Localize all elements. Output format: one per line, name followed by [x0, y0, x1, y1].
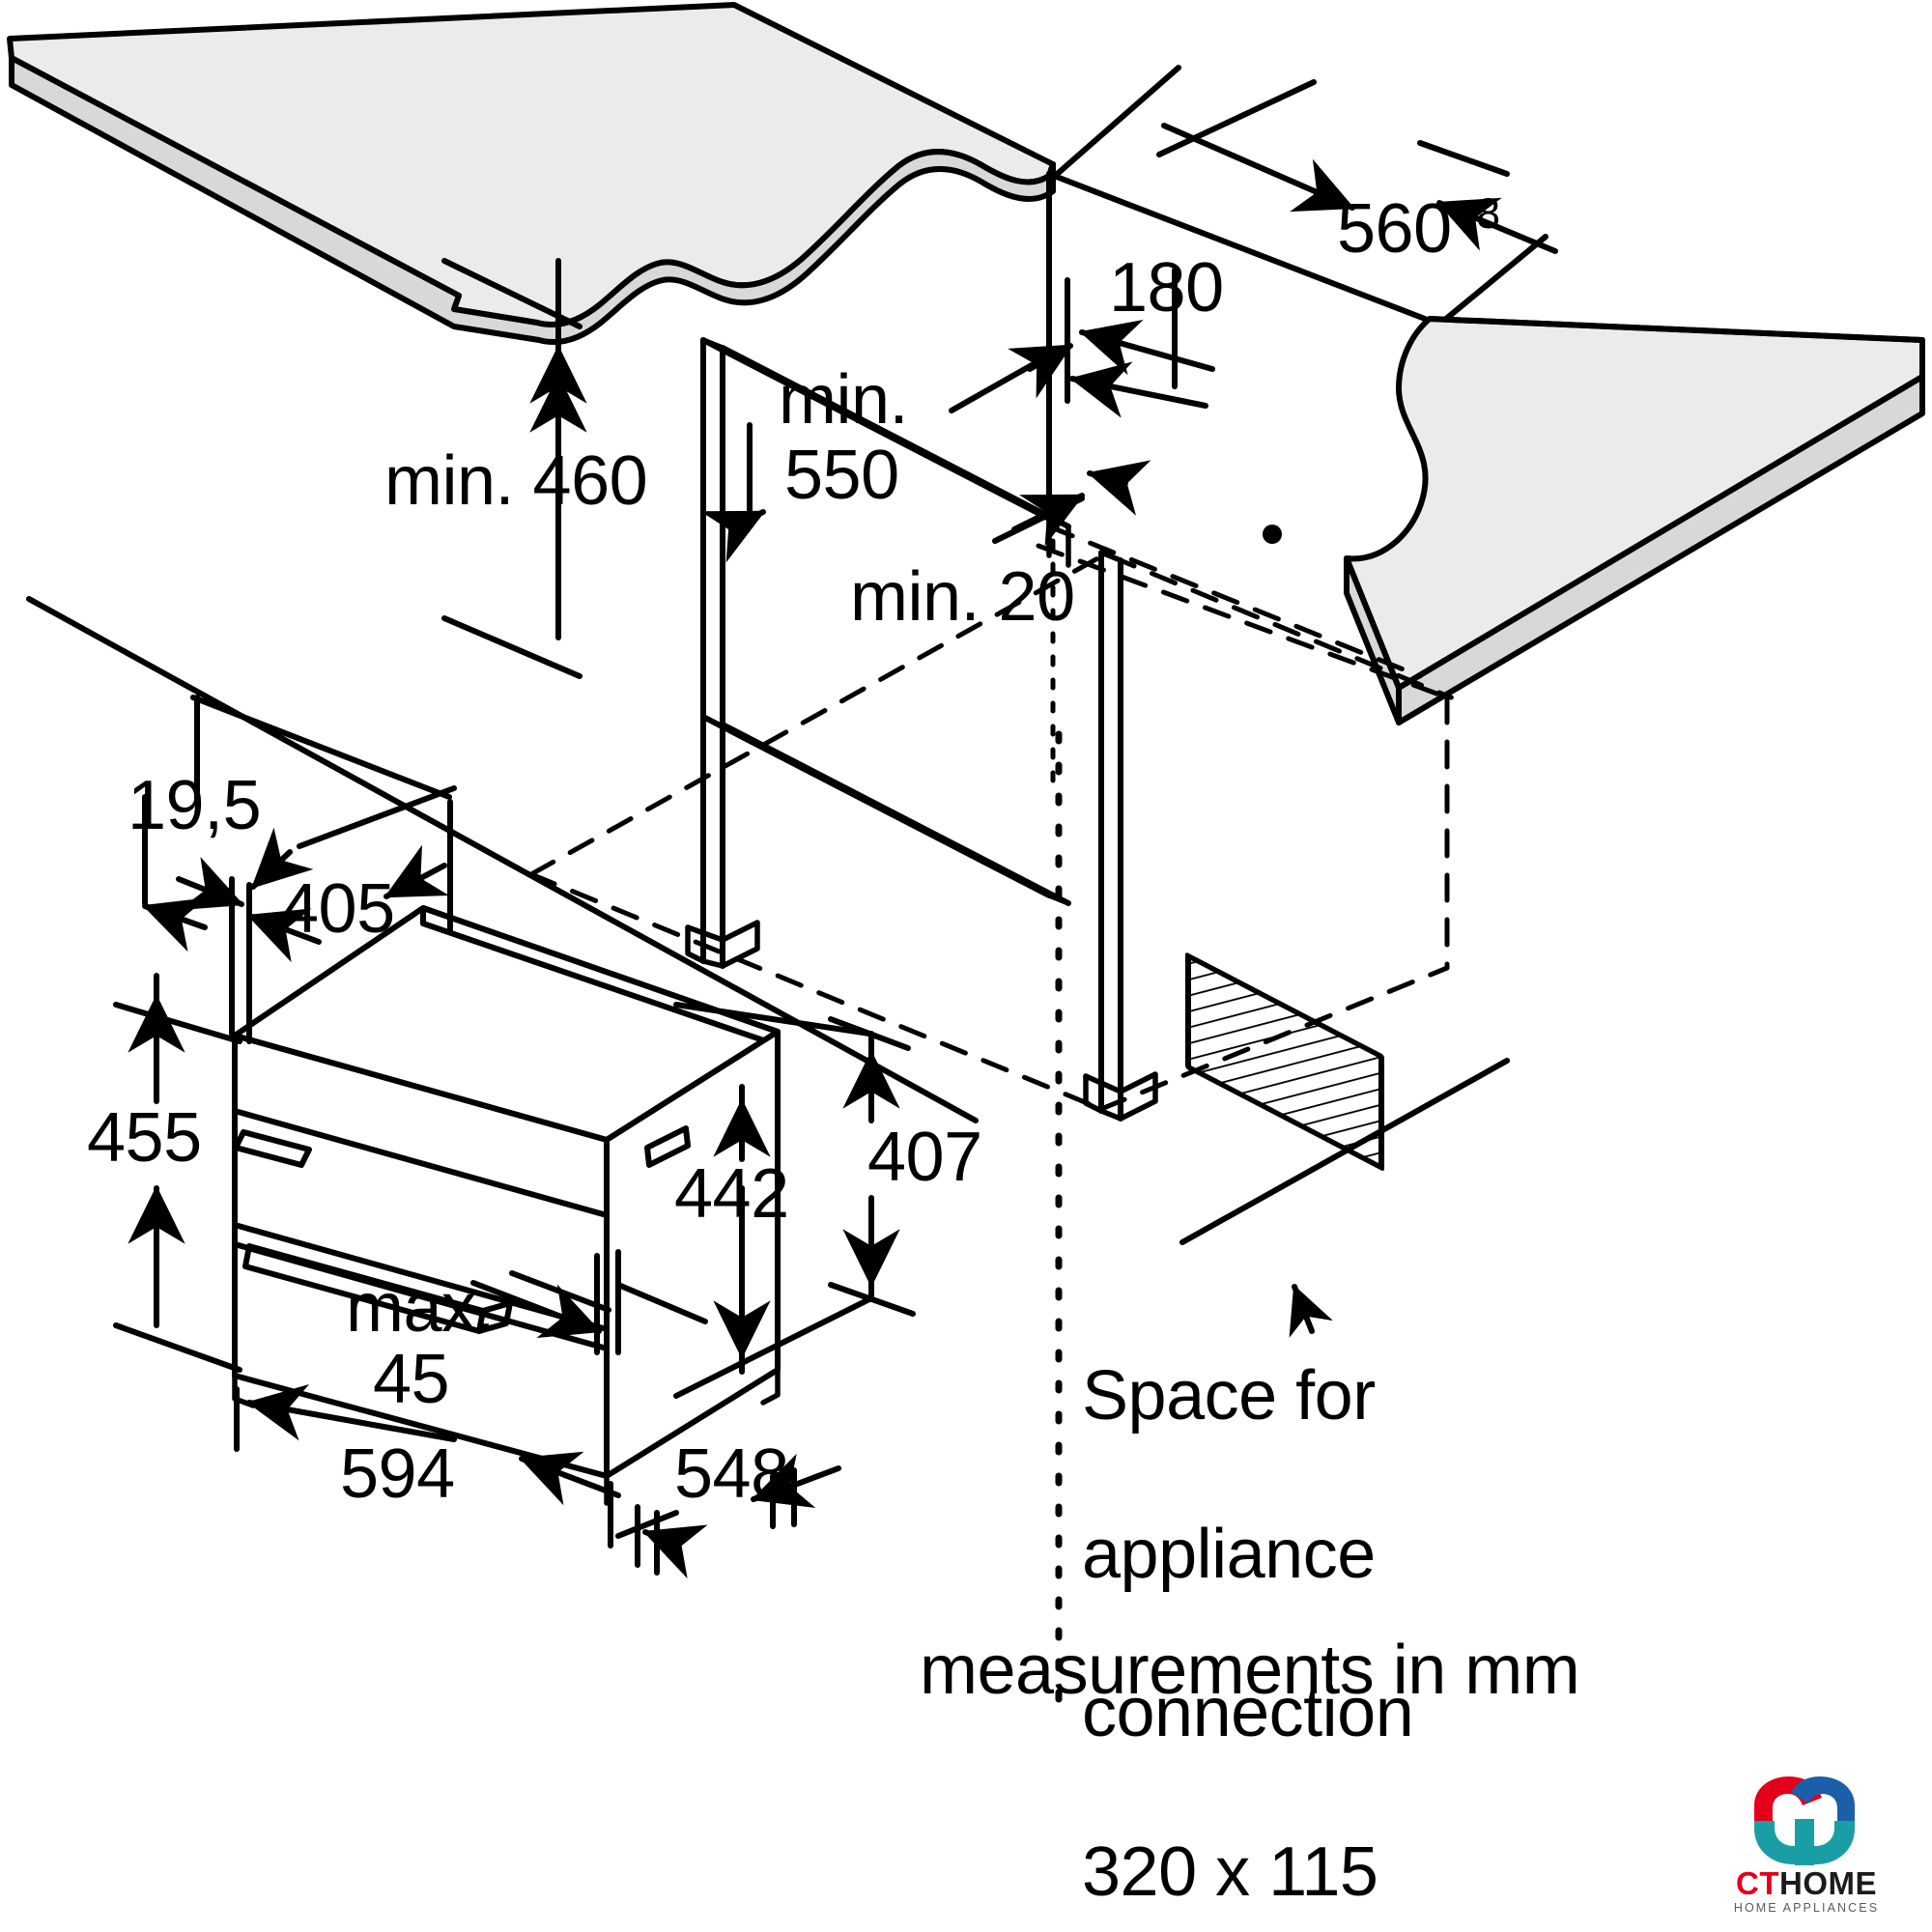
worktop-panel-top	[7, 2, 1056, 345]
dim-line-548	[615, 1453, 841, 1579]
connection-space-note: Space for appliance connection 320 x 115	[1082, 1277, 1414, 1932]
dimension-label-45: 45	[373, 1341, 450, 1418]
stylized-w-icon	[1754, 1776, 1855, 1865]
dim-line-594	[234, 1383, 621, 1548]
dimension-label-19-5: 19,5	[128, 767, 262, 844]
dimension-label-442: 442	[674, 1155, 789, 1233]
dim-line-405	[190, 695, 457, 932]
note-line-2: appliance	[1082, 1516, 1376, 1594]
dim-line-45	[470, 1249, 1333, 1355]
dim-line-550	[700, 343, 1073, 563]
dim-line-20	[992, 460, 1151, 547]
logo-brand-ct: CT	[1736, 1865, 1779, 1901]
dimension-label-405: 405	[280, 870, 395, 948]
dimension-label-548: 548	[674, 1435, 789, 1513]
dimension-label-407: 407	[867, 1119, 982, 1196]
logo-brand-home: HOME	[1779, 1865, 1877, 1901]
dimension-label-45-max: max.	[346, 1269, 496, 1347]
rear-wall-panel	[26, 316, 1925, 1245]
dimension-label-180: 180	[1109, 249, 1224, 327]
cabinet-niche	[685, 171, 1428, 1122]
dim-line-407	[673, 1002, 916, 1399]
dimension-label-550-min: min.	[779, 361, 909, 439]
note-line-3: connection	[1082, 1674, 1414, 1752]
dimension-label-550: 550	[784, 437, 899, 514]
logo-wordmark: CTHOME	[1700, 1865, 1913, 1902]
dimension-label-560: 560+8	[1337, 190, 1500, 269]
dim-line-455	[113, 973, 242, 1373]
measurements-unit-note: measurements in mm	[920, 1632, 1580, 1709]
dim-line-460	[441, 258, 587, 679]
dim-line-180	[1065, 268, 1215, 418]
dimension-label-460: min. 460	[384, 442, 648, 520]
dim-line-19-5	[142, 794, 322, 1044]
dimension-label-594: 594	[340, 1435, 455, 1513]
dim-line-560	[1051, 65, 1558, 322]
dimension-label-20: min. 20	[850, 558, 1075, 636]
cthome-logo: CTHOME HOME APPLIANCES	[1700, 1773, 1913, 1918]
note-line-1: Space for	[1082, 1357, 1376, 1435]
note-line-4: 320 x 115	[1082, 1833, 1378, 1911]
socket-recess	[1185, 525, 1384, 1171]
logo-tagline: HOME APPLIANCES	[1733, 1901, 1880, 1915]
dimension-label-455: 455	[87, 1099, 202, 1177]
